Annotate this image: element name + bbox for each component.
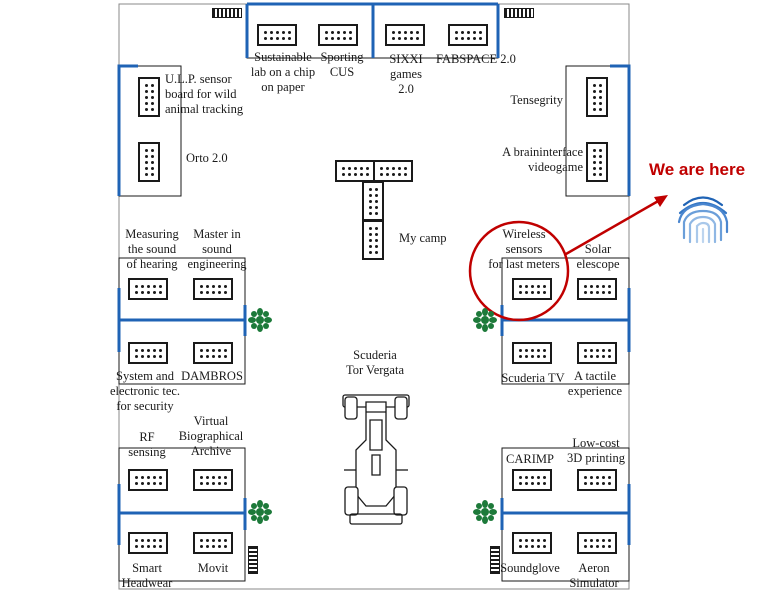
booth-braininterface[interactable] bbox=[586, 142, 608, 182]
fingerprint-icon bbox=[677, 196, 729, 244]
booth-lowcost[interactable] bbox=[577, 469, 617, 491]
label-scuderiatv: Scuderia TV bbox=[501, 371, 565, 385]
booth-mycamp-2[interactable] bbox=[373, 160, 413, 182]
race-car-icon bbox=[342, 394, 410, 525]
here-highlight-circle bbox=[468, 220, 570, 322]
booth-mycamp-4[interactable] bbox=[362, 220, 384, 260]
label-dambros: DAMBROS bbox=[181, 369, 243, 383]
callout-arrow-head bbox=[654, 195, 668, 207]
sign-top-right bbox=[504, 8, 534, 18]
label-fabspace: FABSPACE 2.0 bbox=[436, 52, 516, 66]
booth-rf[interactable] bbox=[128, 469, 168, 491]
we-are-here-label: We are here bbox=[649, 160, 746, 179]
label-mycamp: My camp bbox=[399, 231, 447, 245]
booth-tensegrity[interactable] bbox=[586, 77, 608, 117]
label-carimp: CARIMP bbox=[506, 452, 554, 466]
booth-ulp[interactable] bbox=[138, 77, 160, 117]
booth-master[interactable] bbox=[193, 278, 233, 300]
booth-movit[interactable] bbox=[193, 532, 233, 554]
booth-system[interactable] bbox=[128, 342, 168, 364]
booth-smart[interactable] bbox=[128, 532, 168, 554]
booth-fabspace[interactable] bbox=[448, 24, 488, 46]
booth-sporting[interactable] bbox=[318, 24, 358, 46]
plant-icon bbox=[248, 308, 272, 332]
sign-bottom-left bbox=[248, 546, 258, 574]
booth-solar[interactable] bbox=[577, 278, 617, 300]
label-movit: Movit bbox=[197, 561, 229, 575]
booth-mycamp-3[interactable] bbox=[362, 181, 384, 221]
booth-orto[interactable] bbox=[138, 142, 160, 182]
booth-wireless[interactable] bbox=[512, 278, 552, 300]
label-tensegrity: Tensegrity bbox=[510, 93, 563, 107]
booth-sustainable[interactable] bbox=[257, 24, 297, 46]
label-orto: Orto 2.0 bbox=[186, 151, 228, 165]
booth-mycamp-1[interactable] bbox=[335, 160, 375, 182]
plant-icon bbox=[473, 308, 497, 332]
booth-soundglove[interactable] bbox=[512, 532, 552, 554]
plant-icon bbox=[473, 500, 497, 524]
booth-aeron[interactable] bbox=[577, 532, 617, 554]
sign-bottom-right bbox=[490, 546, 500, 574]
sign-top-left bbox=[212, 8, 242, 18]
booth-virtual[interactable] bbox=[193, 469, 233, 491]
label-soundglove: Soundglove bbox=[500, 561, 560, 575]
booth-tactile[interactable] bbox=[577, 342, 617, 364]
booth-scuderiatv[interactable] bbox=[512, 342, 552, 364]
booth-dambros[interactable] bbox=[193, 342, 233, 364]
booth-measuring[interactable] bbox=[128, 278, 168, 300]
plant-icon bbox=[248, 500, 272, 524]
booth-carimp[interactable] bbox=[512, 469, 552, 491]
booth-sixxi[interactable] bbox=[385, 24, 425, 46]
